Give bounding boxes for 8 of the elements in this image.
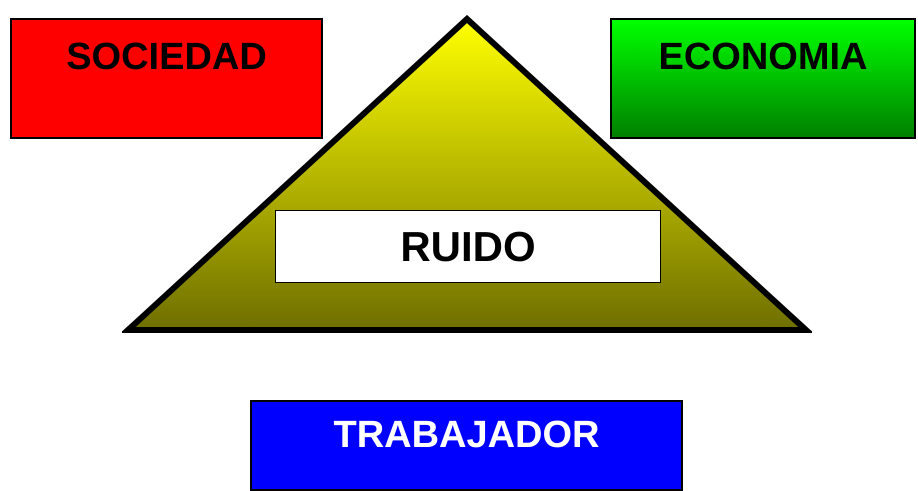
box-title: ECONOMIA <box>658 36 868 79</box>
label-box <box>250 400 683 491</box>
label-box <box>275 210 661 283</box>
box-title: RUIDO <box>400 223 536 271</box>
label-box <box>610 18 916 139</box>
box-title: SOCIEDAD <box>66 36 267 79</box>
label-box <box>10 18 323 139</box>
box-title: TRABAJADOR <box>334 414 600 457</box>
